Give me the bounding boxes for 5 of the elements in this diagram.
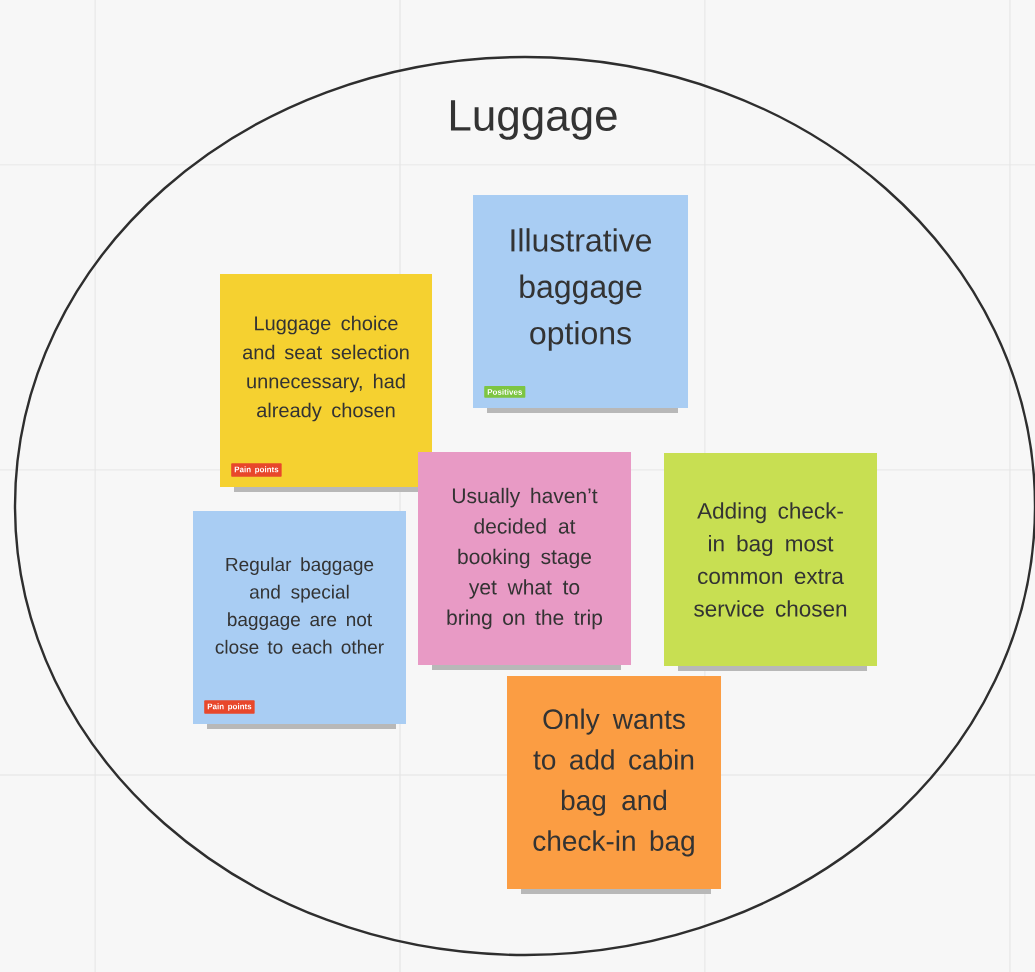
tag-label: Pain points: [204, 700, 255, 714]
sticky-note: Only wants to add cabin bag and check-in bag: [507, 676, 721, 894]
sticky-note: Adding check-in bag most common extra service chosen: [664, 453, 877, 671]
sticky-note: Usually haven’t decided at booking stage yet what to bring on the trip: [418, 452, 631, 670]
tag-label: Pain points: [231, 463, 282, 477]
